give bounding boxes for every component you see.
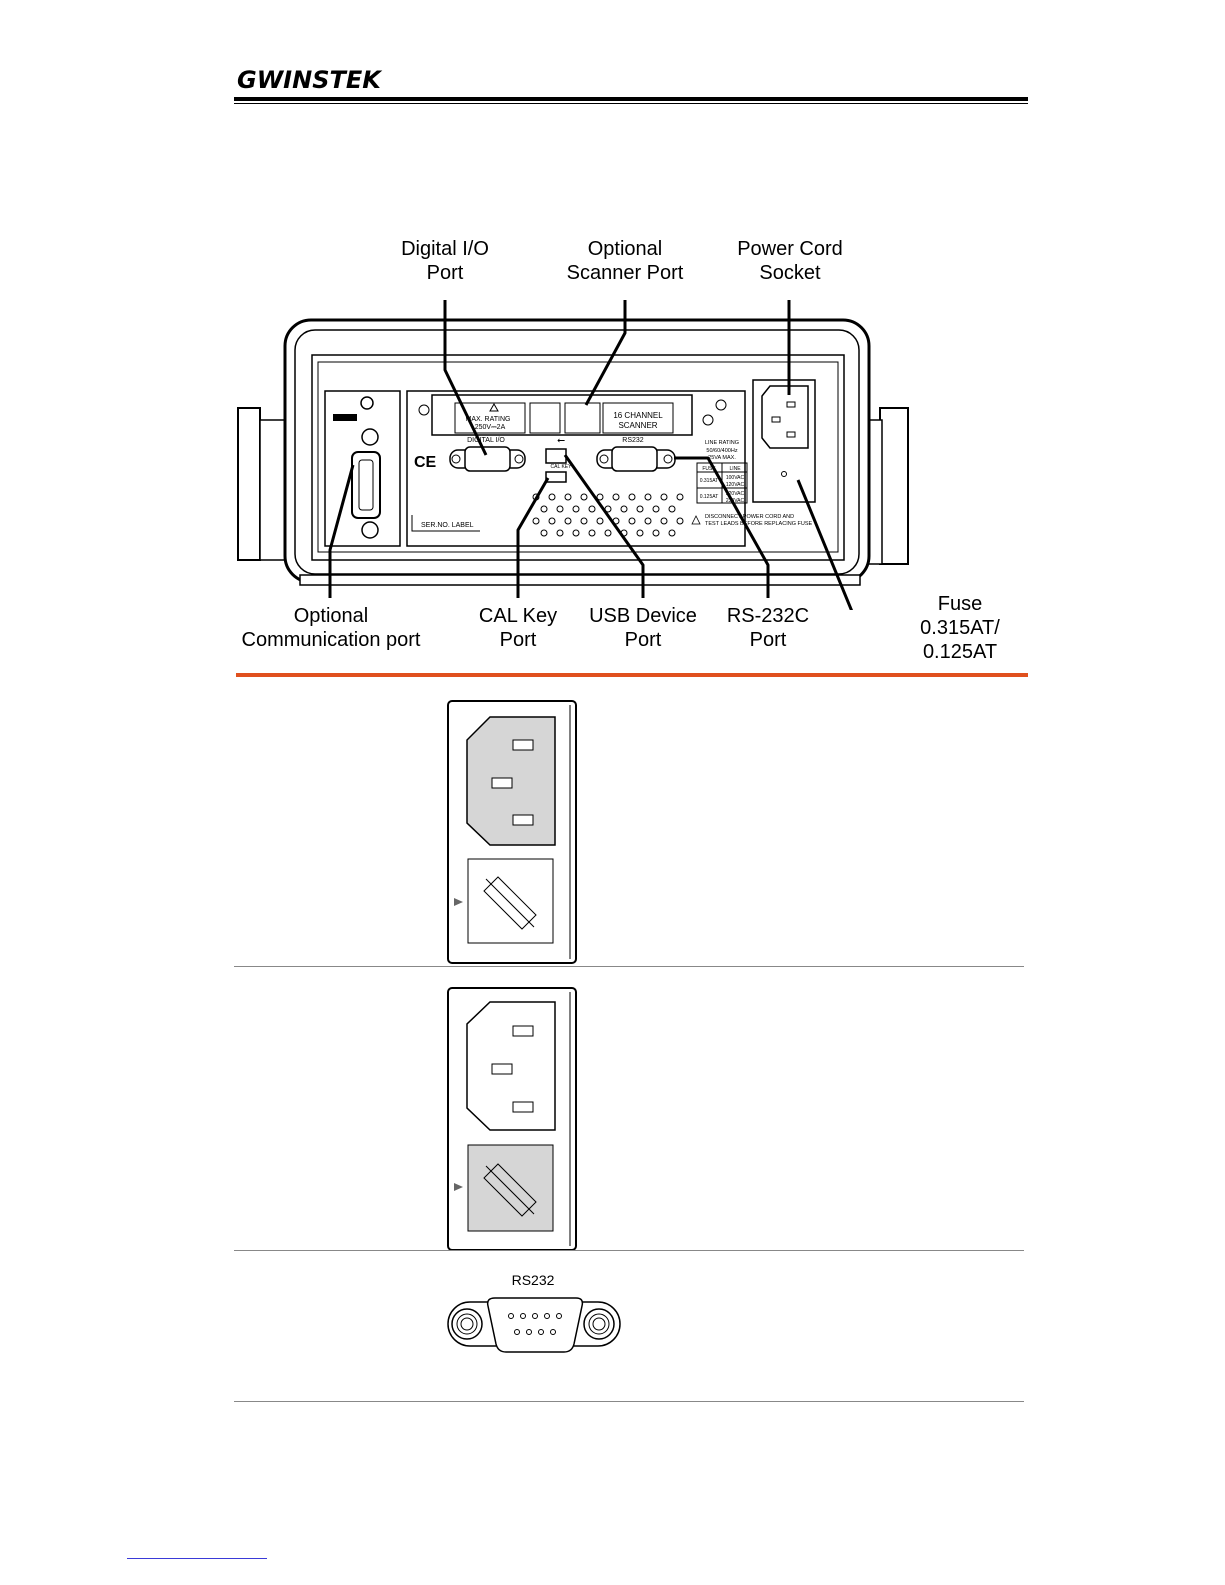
fuse-socket-110v-image <box>447 700 577 964</box>
row-divider <box>234 1401 1024 1402</box>
rs232-panel-text: RS232 <box>622 437 644 444</box>
max-rating-value-text: 250V⎓2A <box>475 424 506 431</box>
ce-mark: CE <box>414 454 437 471</box>
warning-2-text: TEST LEADS BEFORE REPLACING FUSE <box>705 521 813 527</box>
rs232-caption: RS232 <box>511 1272 555 1288</box>
line-va-text: 25VA MAX. <box>708 455 736 461</box>
serial-label-text: SER.NO. LABEL <box>421 522 474 529</box>
fuse-header-text: FUSE <box>702 466 716 472</box>
svg-text:⭠: ⭠ <box>557 435 565 446</box>
line-header-text: LINE <box>729 466 741 472</box>
line-1b-text: 120VAC <box>726 482 745 488</box>
brand-logo: GWINSTEK <box>237 66 381 94</box>
line-2a-text: 220VAC <box>726 491 745 497</box>
footer-link-underline <box>127 1558 267 1559</box>
fuse-1-text: 0.315AT <box>700 478 719 484</box>
digital-io-text: DIGITAL I/O <box>467 437 505 444</box>
cal-key-text: CAL KEY <box>551 464 573 470</box>
scanner-line2-text: SCANNER <box>618 421 657 430</box>
line-1a-text: 100VAC <box>726 475 745 481</box>
row-divider <box>234 966 1024 967</box>
header-rule-thin <box>234 103 1028 104</box>
header-rule <box>234 97 1028 101</box>
rs232-connector-image <box>447 1297 621 1353</box>
line-freq-text: 50/60/400Hz <box>706 448 737 454</box>
fuse-2-text: 0.125AT <box>700 494 719 500</box>
line-2b-text: 230VAC <box>726 498 745 504</box>
line-rating-text: LINE RATING <box>705 440 739 446</box>
max-rating-text: MAX. RATING <box>466 416 511 423</box>
scanner-line1-text: 16 CHANNEL <box>613 411 663 420</box>
warning-1-text: DISCONNECT POWER CORD AND <box>705 514 794 520</box>
section-divider <box>236 673 1028 677</box>
row-divider <box>234 1250 1024 1251</box>
fuse-socket-220v-image <box>447 987 577 1251</box>
rear-panel-diagram: MAX. RATING 250V⎓2A 16 CHANNEL SCANNER C… <box>237 300 909 610</box>
